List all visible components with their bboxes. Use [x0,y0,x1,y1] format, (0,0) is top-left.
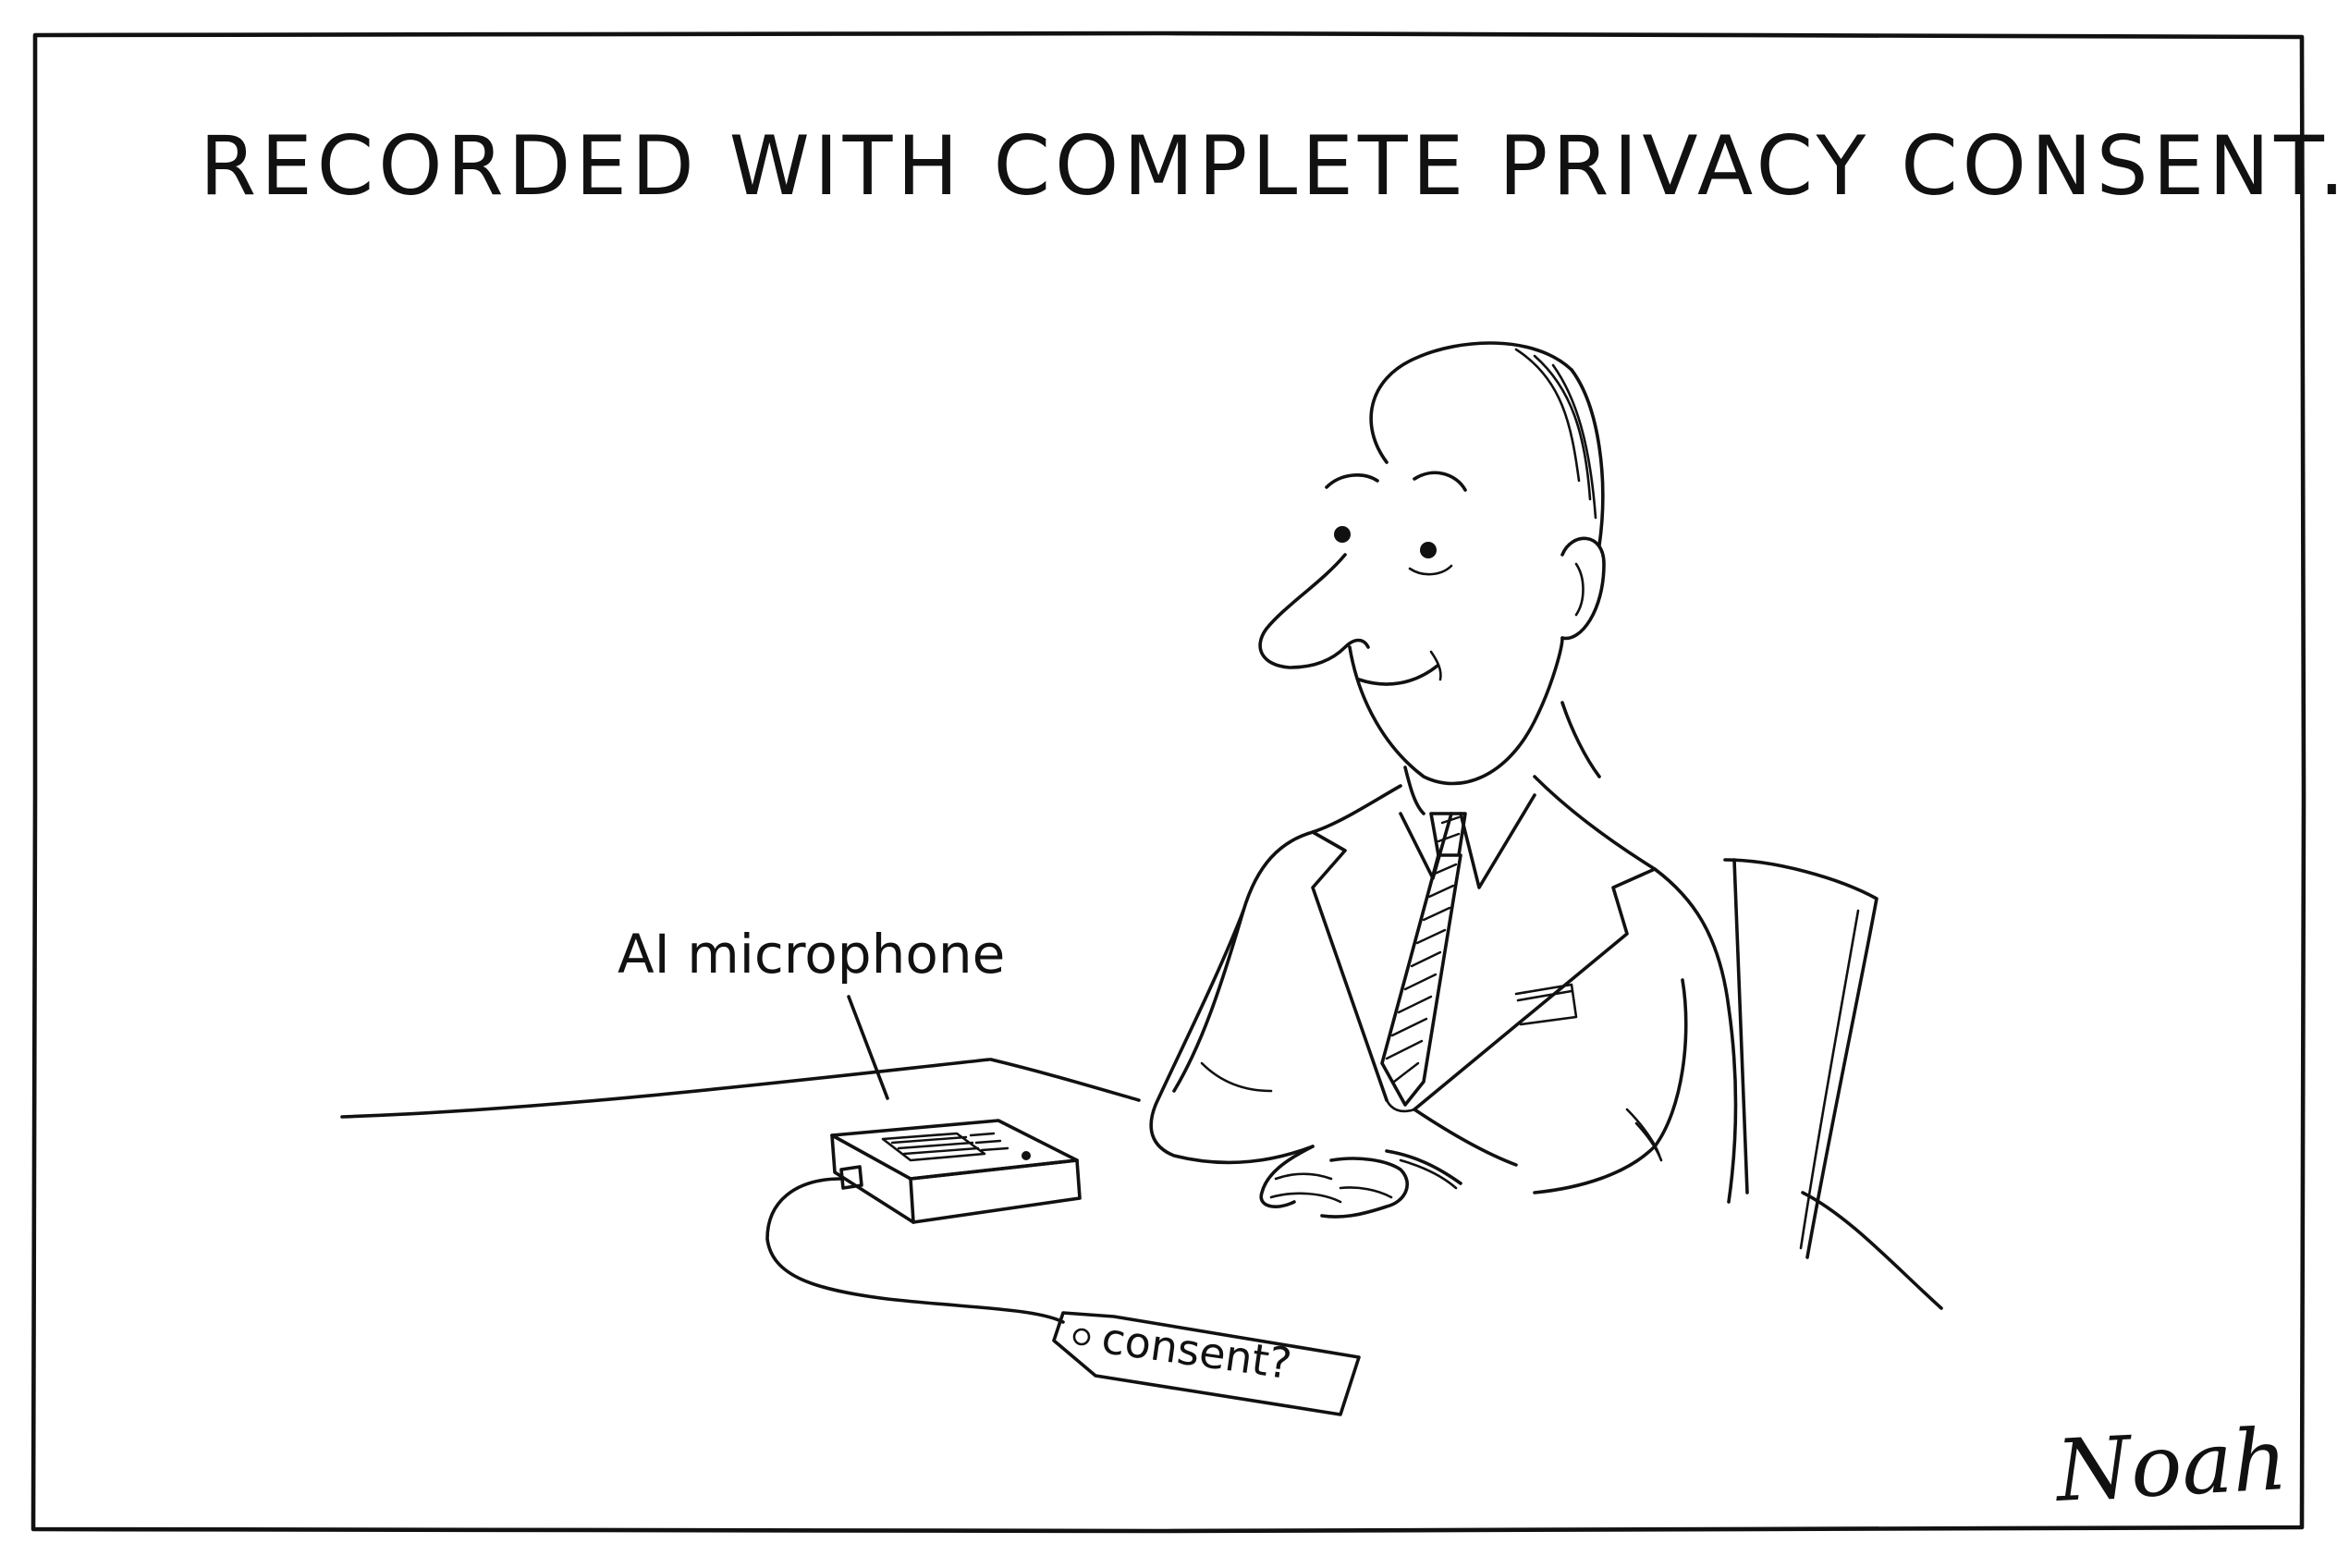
tag-hole [1072,1328,1091,1346]
man-figure [1149,341,1738,1219]
tie-stripes [1385,815,1461,1084]
device-label: AI microphone [618,923,1005,986]
chair [1723,858,1878,1259]
artist-signature: Noah [2052,1410,2290,1521]
label-pointer-line [847,995,889,1100]
caption-text: RECORDED WITH COMPLETE PRIVACY CONSENT. [200,118,2337,214]
speaker-grille-hatch [890,1135,980,1156]
right-eye [1420,542,1437,558]
led-indicator [1022,1151,1031,1160]
microphone-cable [765,1177,1065,1324]
panel-border [31,31,2306,1534]
table [340,1058,1943,1310]
consent-tag: consent? [1052,1311,1361,1416]
left-eye [1334,526,1351,543]
tag-label: consent? [1098,1313,1294,1389]
ai-microphone-device [830,1119,1082,1224]
